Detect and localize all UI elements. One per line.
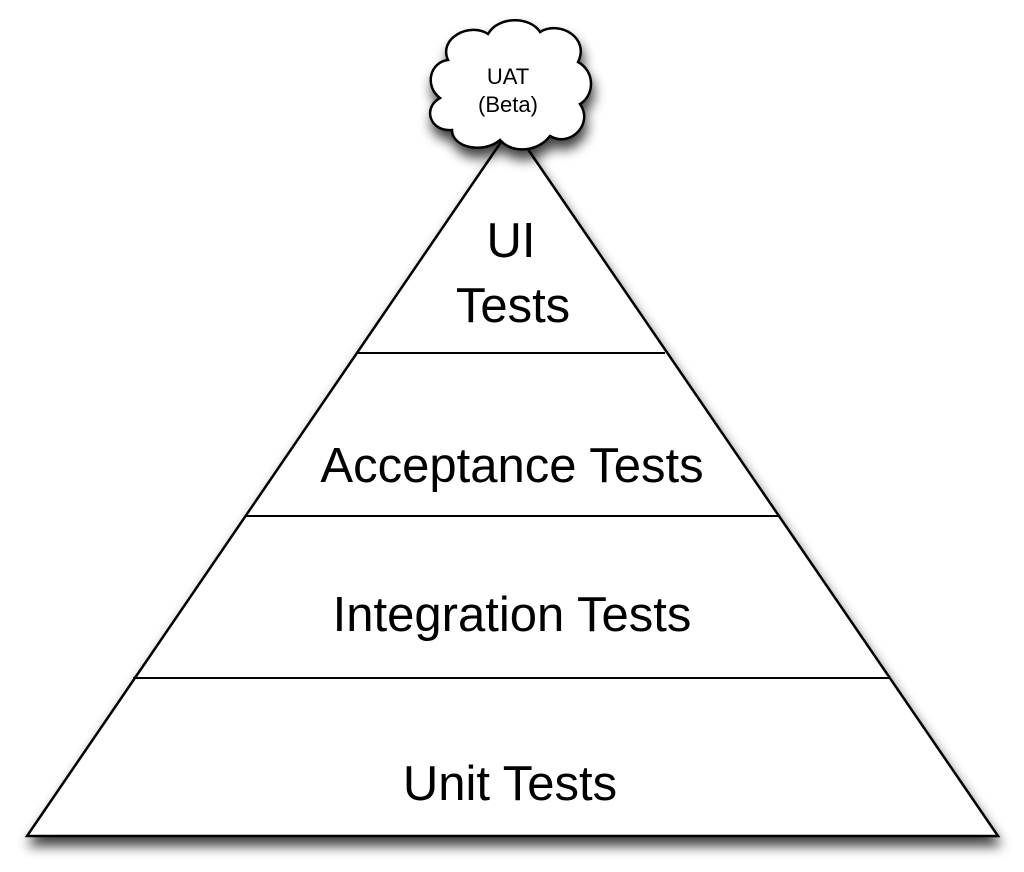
layer-ui-label-line1: UI xyxy=(487,214,536,268)
layer-unit-label: Unit Tests xyxy=(403,757,617,811)
layer-integration-label: Integration Tests xyxy=(333,588,692,642)
uat-beta-label: (Beta) xyxy=(478,92,538,117)
pyramid-outline xyxy=(24,123,1001,838)
layer-ui-label-line2: Tests xyxy=(456,279,570,333)
uat-cloud xyxy=(428,19,593,151)
uat-label: UAT xyxy=(487,64,529,89)
layer-acceptance-label: Acceptance Tests xyxy=(320,439,703,493)
